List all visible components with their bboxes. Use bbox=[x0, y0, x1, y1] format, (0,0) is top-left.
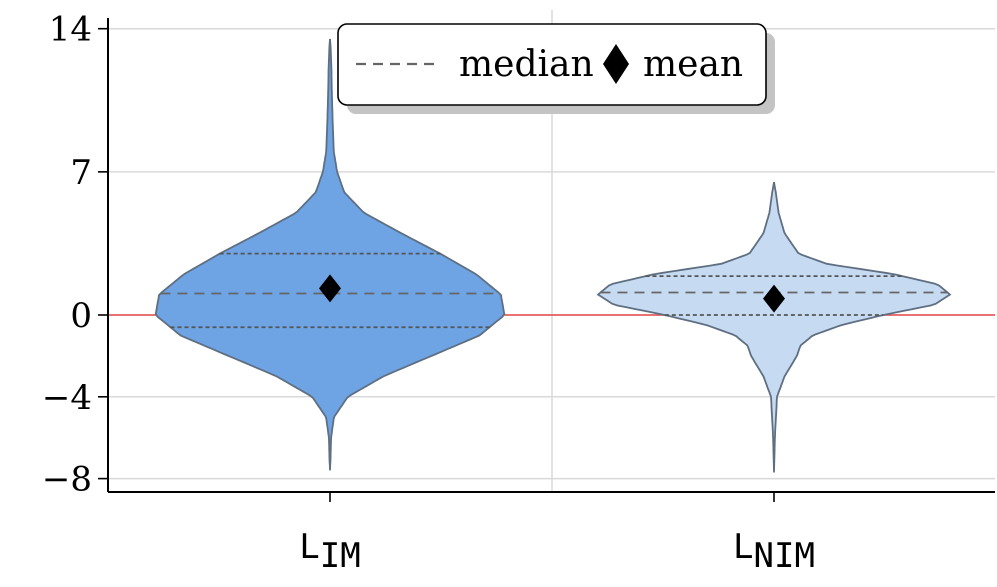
y-tick-label: 7 bbox=[70, 153, 92, 193]
legend-mean-label: mean bbox=[643, 44, 743, 85]
mean-marker bbox=[319, 274, 341, 303]
category-label-subscript: IM bbox=[320, 536, 361, 576]
violins bbox=[154, 38, 952, 473]
legend-box bbox=[337, 23, 767, 106]
legend-mean-diamond-icon bbox=[603, 44, 629, 84]
y-tick-label: 0 bbox=[70, 296, 92, 336]
mean-marker bbox=[763, 284, 785, 313]
category-label-base: L bbox=[733, 527, 753, 567]
y-tick-label: −8 bbox=[42, 460, 92, 500]
legend-median-label: median bbox=[459, 44, 594, 85]
violin-nim bbox=[596, 181, 952, 473]
x-tick-label-nim: LNIM bbox=[733, 527, 815, 576]
legend: median mean bbox=[337, 23, 775, 114]
violin-im bbox=[154, 38, 506, 471]
category-label-base: L bbox=[299, 527, 319, 567]
x-tick-label-im: LIM bbox=[299, 527, 360, 576]
y-tick-label: −4 bbox=[42, 378, 92, 418]
category-label-subscript: NIM bbox=[754, 536, 815, 576]
y-tick-label: 14 bbox=[49, 10, 92, 50]
